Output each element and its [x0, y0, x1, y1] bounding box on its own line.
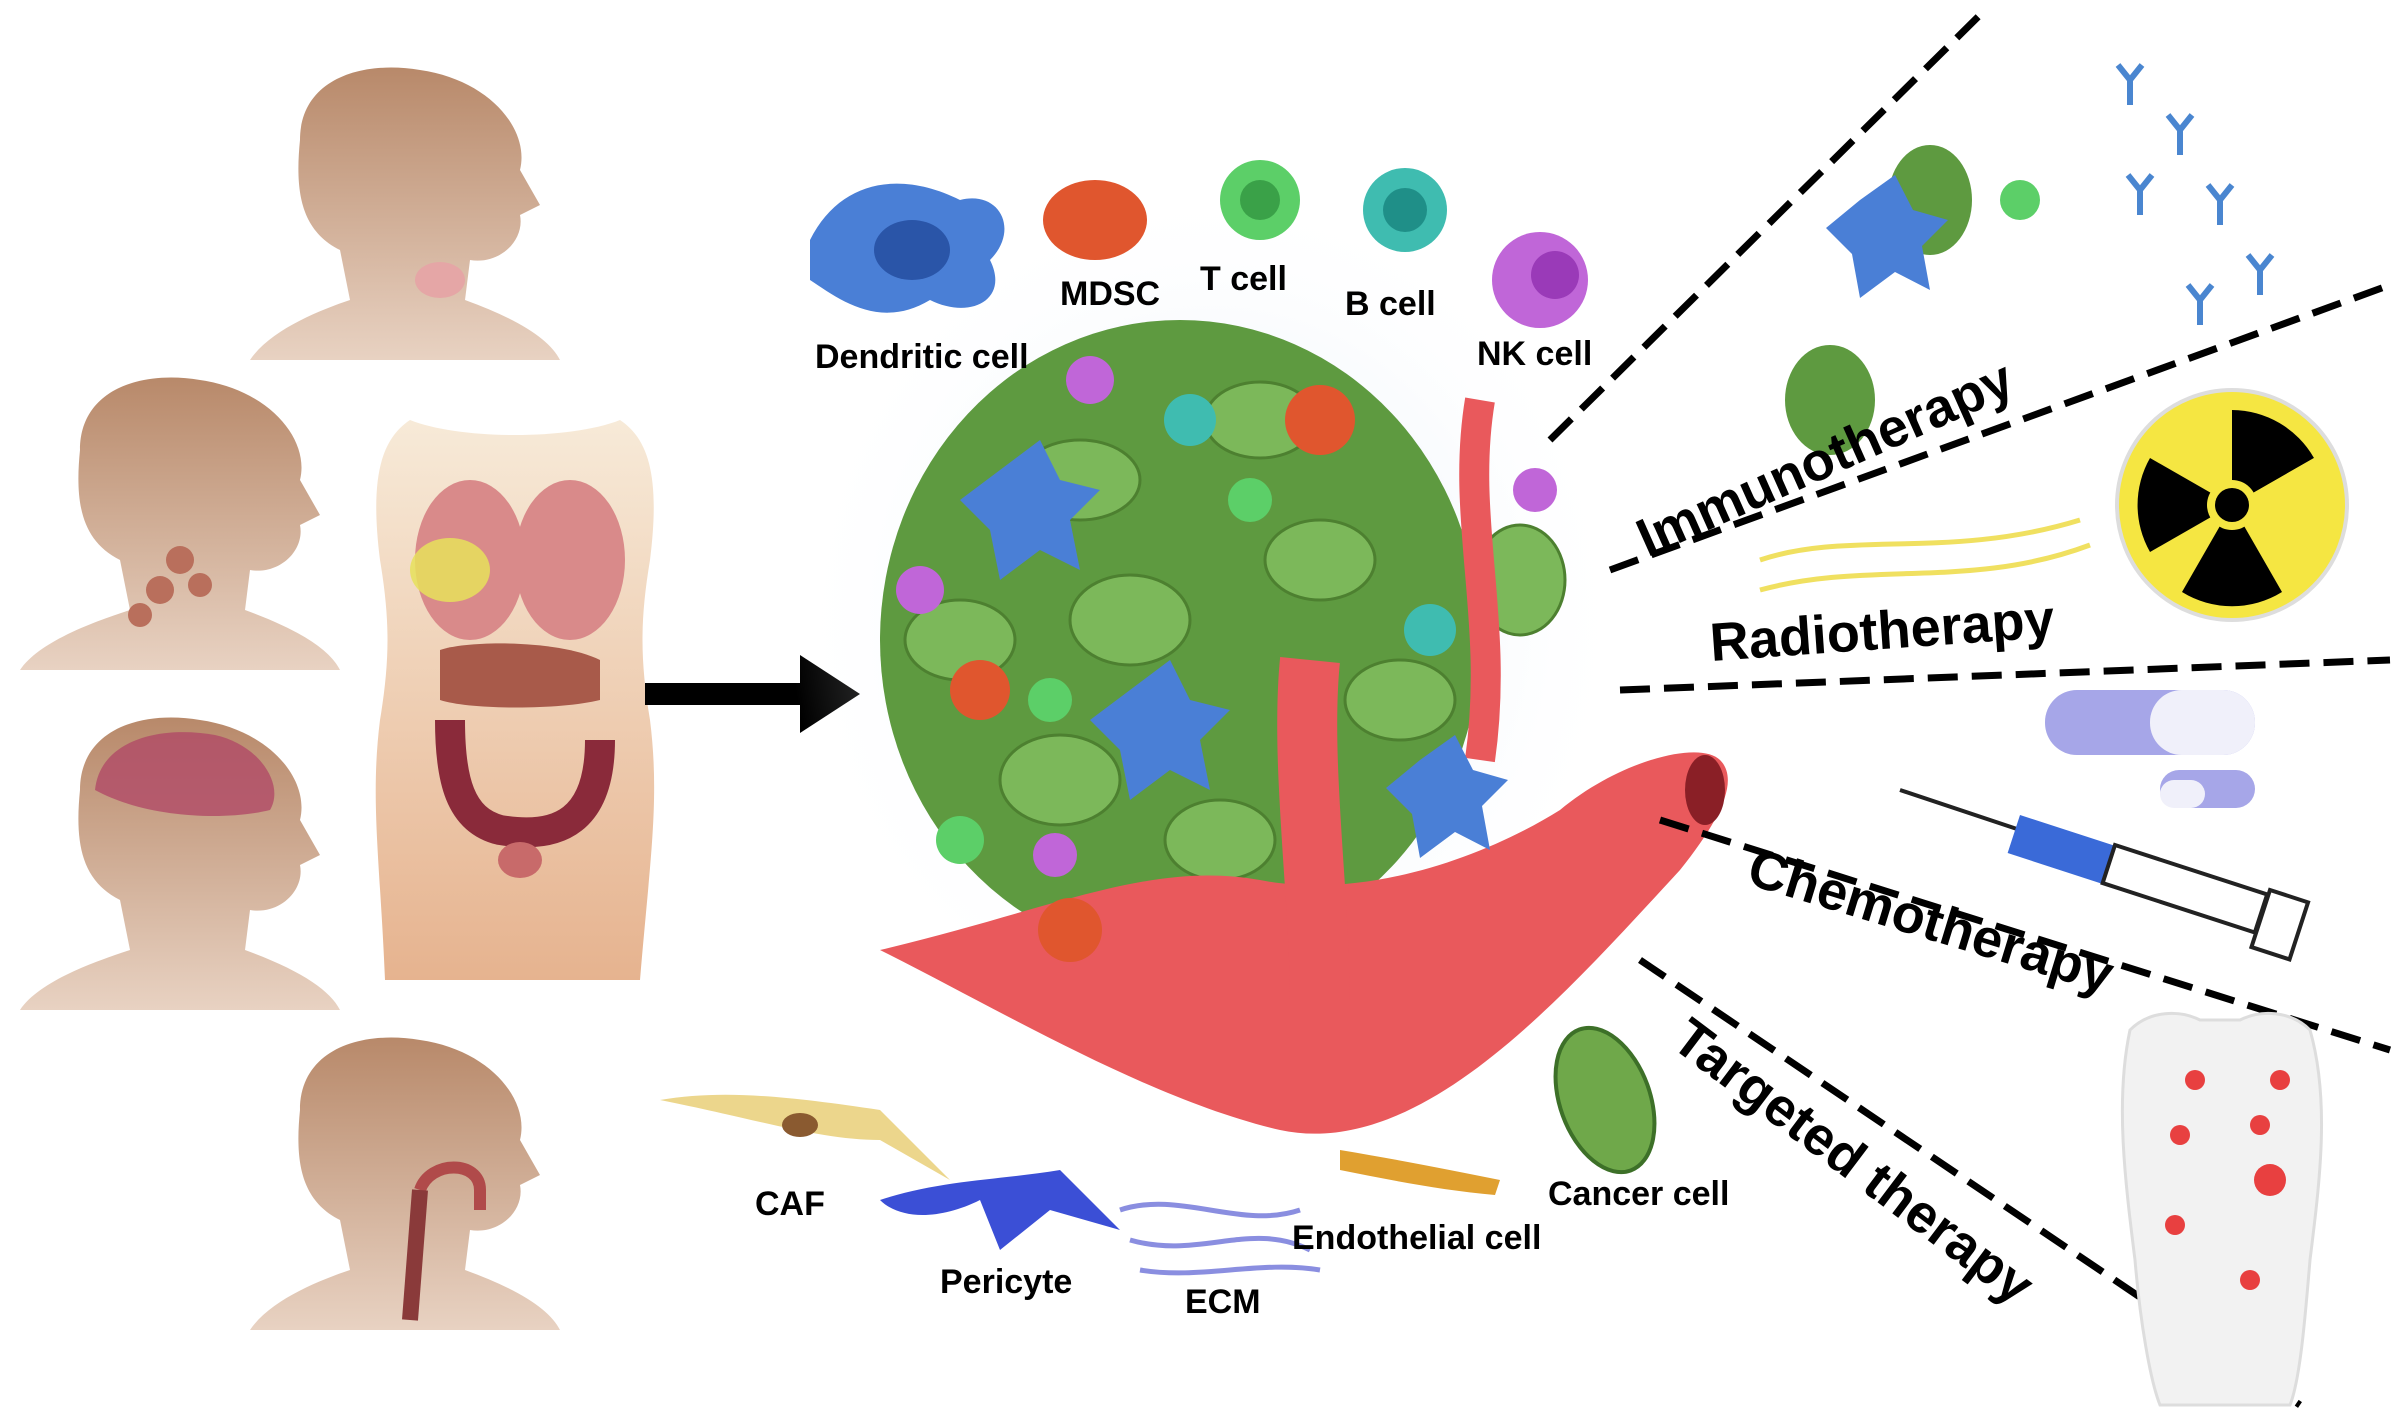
- vessel-branch: [1277, 657, 1350, 1001]
- dendritic-cell-in-tumor: [1090, 660, 1230, 800]
- mdsc-label: MDSC: [1060, 275, 1161, 313]
- nk-cell-in-tumor: [1033, 833, 1077, 877]
- torso-organs-icon: [375, 420, 655, 980]
- body-silhouette-icon: [2120, 1011, 2324, 1407]
- mdsc-icon: [1043, 180, 1147, 260]
- t-cell-in-tumor: [1228, 478, 1272, 522]
- cancer-cell-icon: [1553, 1025, 1657, 1175]
- dendritic-cell-nucleus: [874, 220, 950, 280]
- cancer-cell-label: Cancer cell: [1548, 1175, 1730, 1213]
- b-cell-nucleus: [1383, 188, 1427, 232]
- caf-nucleus: [782, 1113, 818, 1137]
- b-cell-label: B cell: [1345, 285, 1436, 323]
- nk-cell-in-tumor: [1066, 356, 1114, 404]
- immunotherapy-illustration: [1785, 145, 2040, 455]
- pill-icon: [2045, 690, 2255, 808]
- nk-cell-nucleus: [1531, 251, 1579, 299]
- radiation-waves: [1759, 517, 2091, 593]
- ecm-icon: [1119, 1201, 1321, 1276]
- head-throat-icon: [250, 1037, 560, 1330]
- nk-cell-in-tumor: [896, 566, 944, 614]
- pericyte-label: Pericyte: [940, 1263, 1073, 1301]
- mdsc-cell-in-tumor: [1285, 385, 1355, 455]
- head-brain-icon: [20, 717, 340, 1010]
- t-cell-label: T cell: [1200, 260, 1287, 298]
- pericyte-icon: [880, 1170, 1120, 1250]
- caf-label: CAF: [755, 1185, 825, 1223]
- endothelial-cell-icon: [1340, 1150, 1500, 1195]
- head-thyroid-icon: [250, 67, 560, 360]
- caf-icon: [660, 1094, 950, 1180]
- mdsc-cell-in-tumor: [1038, 898, 1102, 962]
- vessel-branch-small: [1459, 397, 1501, 763]
- dendritic-cell-in-tumor: [960, 440, 1100, 580]
- dendritic-cell-label: Dendritic cell: [815, 338, 1029, 376]
- nk-cell-in-tumor: [1513, 468, 1557, 512]
- t-cell-in-tumor: [1028, 678, 1072, 722]
- nk-cell-label: NK cell: [1477, 335, 1593, 373]
- t-cell-in-tumor: [936, 816, 984, 864]
- radiation-symbol-icon: [2115, 388, 2349, 622]
- b-cell-in-tumor: [1164, 394, 1216, 446]
- dendritic-cell-in-tumor: [1386, 735, 1508, 858]
- t-cell-nucleus: [1240, 180, 1280, 220]
- syringe-icon: [1899, 788, 2311, 962]
- ecm-label: ECM: [1185, 1283, 1261, 1321]
- mdsc-cell-in-tumor: [950, 660, 1010, 720]
- head-lymph-icon: [20, 377, 340, 670]
- endothelial-cell-label: Endothelial cell: [1292, 1219, 1542, 1257]
- b-cell-in-tumor: [1404, 604, 1456, 656]
- vessel-lumen: [1685, 755, 1725, 825]
- antibody-icon: [2115, 63, 2275, 325]
